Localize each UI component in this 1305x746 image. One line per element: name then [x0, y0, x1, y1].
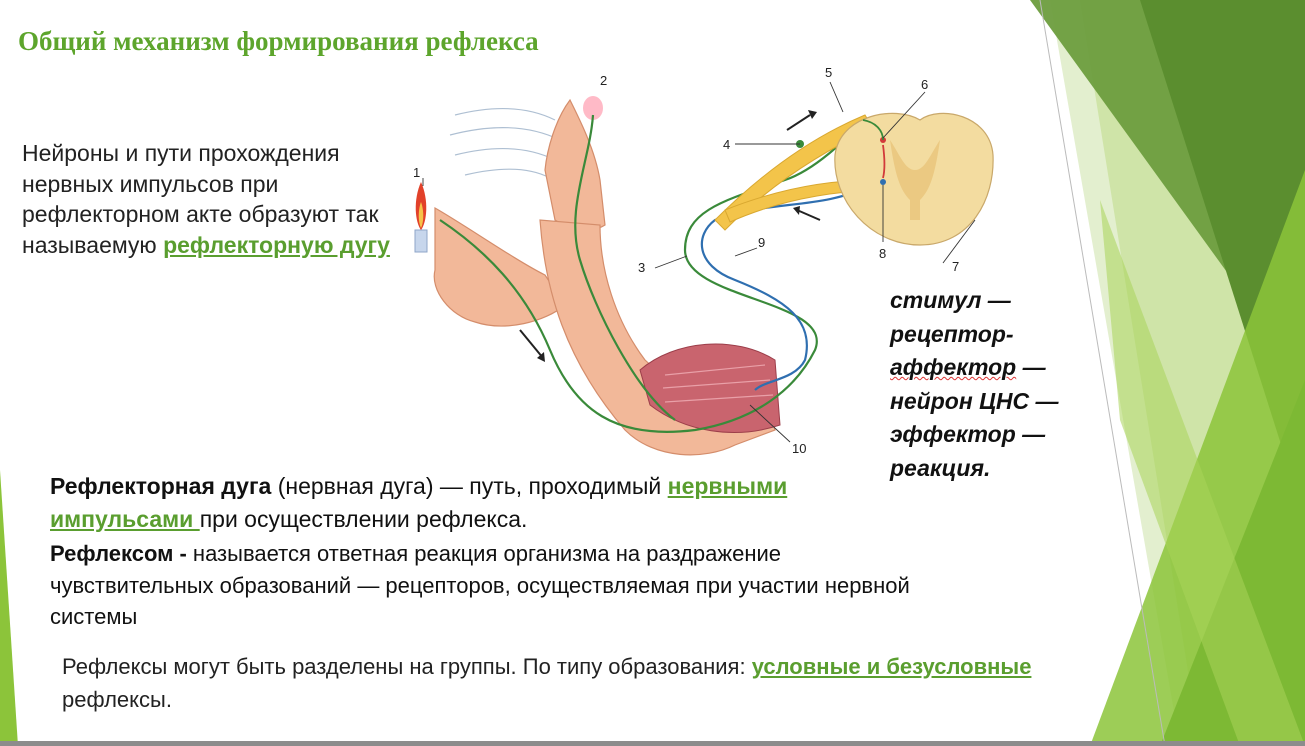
reflex-arc-definition-tail: при осуществлении рефлекса.: [199, 506, 528, 532]
groups-text: Рефлексы могут быть разделены на группы.…: [62, 654, 752, 679]
diagram-label-6: 6: [921, 77, 928, 92]
reflex-arc-definition-text: (нервная дуга) — путь, проходимый: [271, 473, 668, 499]
diagram-label-9: 9: [758, 235, 765, 250]
reflex-definition: Рефлексом - называется ответная реакция …: [50, 538, 950, 633]
reflex-arc-term: Рефлекторная дуга: [50, 473, 272, 499]
chain-affector-dash: —: [1016, 354, 1046, 380]
diagram-label-7: 7: [952, 259, 959, 274]
reflex-arc-link[interactable]: рефлекторную дугу: [163, 231, 390, 258]
diagram-label-2: 2: [600, 73, 607, 88]
chain-line-affector: аффектор —: [890, 351, 1100, 385]
conditioned-unconditioned-link[interactable]: условные и безусловные: [751, 654, 1032, 679]
reflex-arc-definition: Рефлекторная дуга (нервная дуга) — путь,…: [50, 470, 930, 536]
chain-line-cns-neuron: нейрон ЦНС —: [890, 387, 1059, 414]
slide-title: Общий механизм формирования рефлекса: [18, 26, 539, 56]
reflex-definition-text: называется ответная реакция организма на…: [50, 541, 910, 629]
diagram-label-10: 10: [792, 441, 806, 456]
diagram-label-8: 8: [879, 246, 886, 261]
chain-line-reaction: реакция.: [890, 454, 991, 481]
diagram-label-4: 4: [723, 137, 730, 152]
reflex-chain: стимул — рецептор- аффектор — нейрон ЦНС…: [890, 284, 1100, 485]
groups-tail: рефлексы.: [62, 687, 172, 712]
chain-line-receptor: рецептор-: [890, 320, 1014, 347]
chain-affector-word: аффектор: [890, 354, 1017, 380]
reflex-arc-illustration: 1 2 3 4 5 6 7 8 9 10: [413, 65, 994, 456]
intro-paragraph: Нейроны и пути прохождения нервных импул…: [22, 138, 392, 260]
bottom-bar: [0, 741, 1305, 746]
diagram-label-1: 1: [413, 165, 420, 180]
diagram-label-5: 5: [825, 65, 832, 80]
intro-text: Нейроны и пути прохождения нервных импул…: [22, 140, 379, 258]
nerve-impulses-link[interactable]: нервными импульсами: [50, 473, 788, 532]
reflex-groups-paragraph: Рефлексы могут быть разделены на группы.…: [62, 650, 1042, 716]
reflex-term: Рефлексом -: [50, 541, 193, 566]
chain-line-effector: эффектор —: [890, 421, 1046, 447]
chain-line-stimulus: стимул —: [890, 287, 1011, 313]
diagram-label-3: 3: [638, 260, 645, 275]
